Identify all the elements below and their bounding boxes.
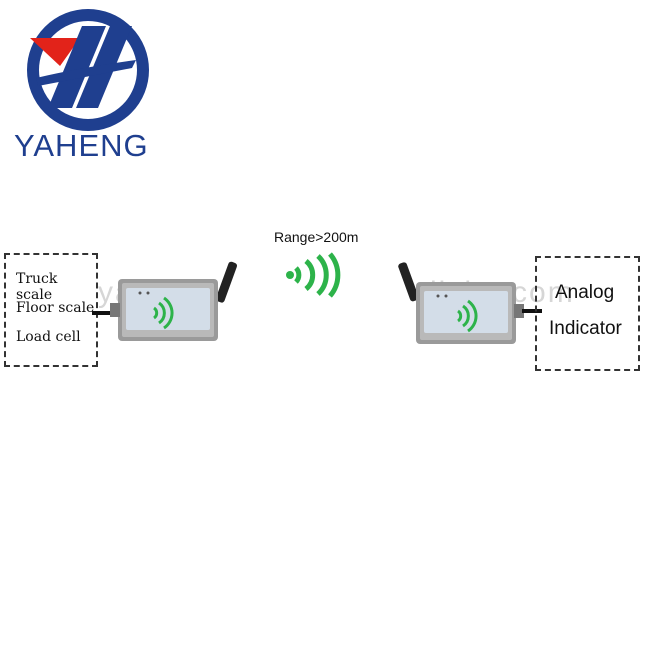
receiver-signal-icon xyxy=(456,299,478,333)
destination-line-analog: Analog xyxy=(555,282,615,303)
transmitter-panel xyxy=(126,288,210,330)
logo-stripe-1 xyxy=(48,26,106,108)
signal-arc-3 xyxy=(316,254,329,296)
logo-red-chevron xyxy=(30,38,80,66)
transmitter-led-2 xyxy=(146,291,150,295)
transmitter-gland-left xyxy=(110,303,120,317)
transmitter-device xyxy=(92,261,238,341)
brand-name: YAHENG xyxy=(14,128,149,163)
range-label: Range>200m xyxy=(274,229,359,245)
source-box: Truck scale Floor scale Load cell xyxy=(4,253,98,367)
destination-box: Analog Indicator xyxy=(535,256,640,371)
destination-line-indicator: Indicator xyxy=(549,318,622,339)
receiver-device xyxy=(398,262,542,344)
source-item-floor-scale: Floor scale xyxy=(16,300,95,316)
transmitter-led-1 xyxy=(138,291,142,295)
receiver-antenna xyxy=(398,262,419,302)
transmitter-signal-icon xyxy=(152,296,174,330)
wireless-signal-icon xyxy=(286,252,341,298)
signal-arc-1 xyxy=(294,266,302,284)
signal-arc-2 xyxy=(304,259,316,291)
signal-dot xyxy=(286,271,294,279)
receiver-gland-right xyxy=(514,304,524,318)
source-item-truck-scale: Truck scale xyxy=(16,271,58,303)
signal-arc-4 xyxy=(328,252,341,298)
logo-swoosh xyxy=(36,60,136,86)
transmitter-antenna xyxy=(215,261,238,303)
logo-ring xyxy=(27,9,149,131)
receiver-led-1 xyxy=(436,294,440,298)
yaheng-logo-icon xyxy=(27,9,149,131)
receiver-panel xyxy=(424,291,508,333)
receiver-led-2 xyxy=(444,294,448,298)
source-item-load-cell: Load cell xyxy=(16,329,81,345)
